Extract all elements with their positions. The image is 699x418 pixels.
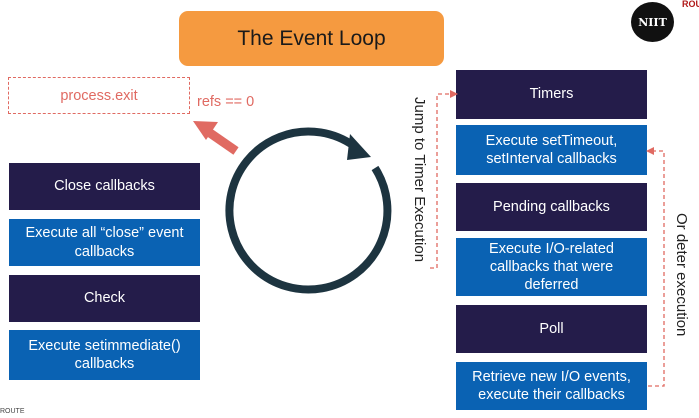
jump-to-timer-label: Jump to Timer Execution <box>411 97 428 263</box>
close-callbacks-desc-box: Execute all “close” event callbacks <box>9 219 200 266</box>
timers-desc: Execute setTimeout, setInterval callback… <box>485 132 618 167</box>
exit-arrow-shaft <box>207 129 239 155</box>
poll-label: Poll <box>539 320 564 337</box>
timers-box: Timers <box>456 70 647 119</box>
logo-text: NIIT <box>638 15 667 29</box>
loop-arrowhead-icon <box>347 134 371 160</box>
pending-callbacks-label: Pending callbacks <box>493 198 610 215</box>
timers-label: Timers <box>529 86 574 103</box>
jump-connector <box>430 90 458 269</box>
niit-logo: NIIT <box>631 2 674 42</box>
defer-execution-label: Or deter execution <box>673 213 690 337</box>
check-box: Check <box>9 275 200 322</box>
exit-arrowhead-icon <box>193 121 218 140</box>
pending-callbacks-box: Pending callbacks <box>456 183 647 231</box>
footer-text: ROUTE <box>0 408 25 415</box>
refs-condition: refs == 0 <box>197 94 255 110</box>
close-callbacks-desc: Execute all “close” event callbacks <box>25 225 184 260</box>
close-callbacks-box: Close callbacks <box>9 163 200 210</box>
close-callbacks-label: Close callbacks <box>54 178 155 195</box>
process-exit-label: process.exit <box>60 87 138 104</box>
title-banner: The Event Loop <box>179 11 444 66</box>
event-loop-circle <box>225 127 392 294</box>
timers-desc-box: Execute setTimeout, setInterval callback… <box>456 125 647 175</box>
poll-desc-box: Retrieve new I/O events, execute their c… <box>456 362 647 410</box>
check-label: Check <box>83 290 126 307</box>
brand-text: ROU <box>682 0 699 9</box>
defer-connector <box>646 147 665 387</box>
process-exit-box: process.exit <box>8 77 190 114</box>
setimmediate-desc: Execute setimmediate() callbacks <box>28 337 181 372</box>
page-title: The Event Loop <box>237 26 386 50</box>
poll-box: Poll <box>456 305 647 353</box>
pending-desc-box: Execute I/O-related callbacks that were … <box>456 238 647 296</box>
pending-desc: Execute I/O-related callbacks that were … <box>489 240 614 294</box>
setimmediate-desc-box: Execute setimmediate() callbacks <box>9 330 200 380</box>
poll-desc: Retrieve new I/O events, execute their c… <box>472 368 631 403</box>
brand-mark: ROU <box>682 0 699 44</box>
